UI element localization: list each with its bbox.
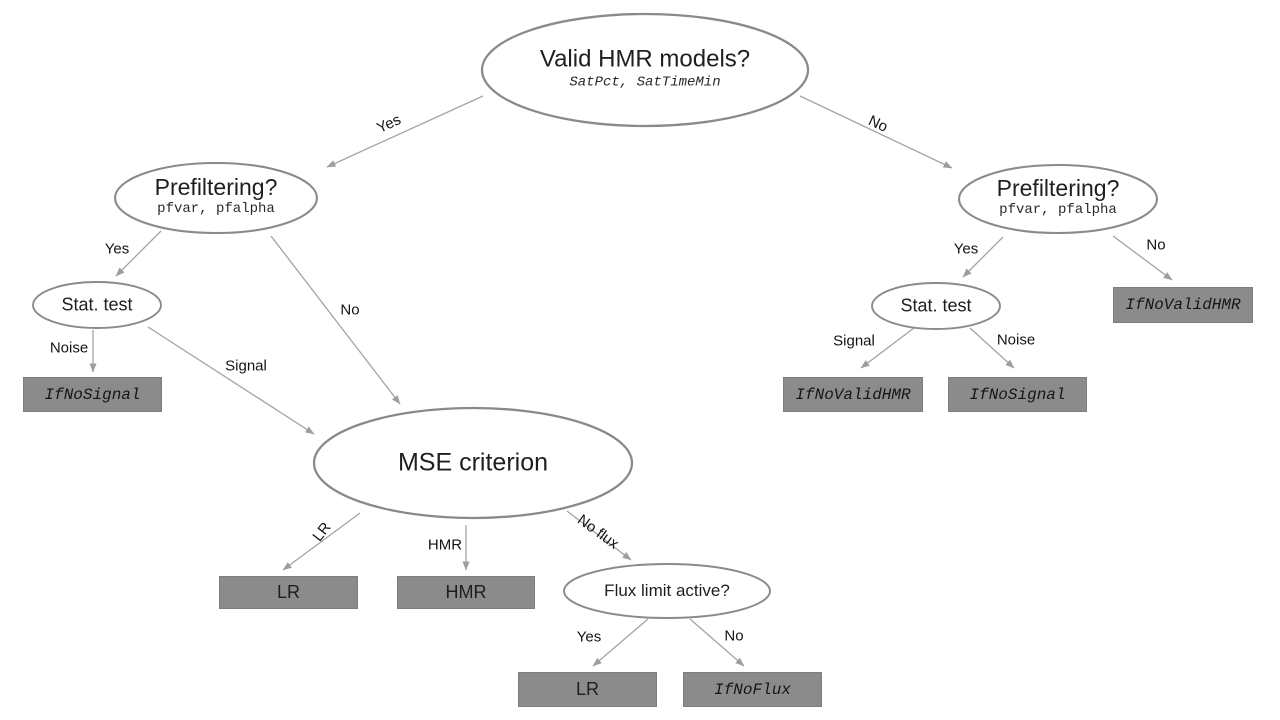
edge-label-leftpf-no: No [340, 301, 360, 319]
ellipse-flux-limit [563, 563, 771, 619]
node-stat-test-right: Stat. test [900, 296, 971, 317]
outcome-box-ifnosignal-right: IfNoSignal [948, 377, 1087, 412]
arrow-rightpf-yes [962, 236, 1004, 278]
ellipse-stat-test-right [871, 282, 1001, 330]
node-prefiltering-left: Prefiltering? pfvar, pfalpha [155, 174, 278, 218]
outcome-box-ifnoflux: IfNoFlux [683, 672, 822, 707]
node-prefiltering-right: Prefiltering? pfvar, pfalpha [997, 175, 1120, 219]
node-prefiltering-left-title: Prefiltering? [154, 174, 278, 201]
node-flux-limit-title: Flux limit active? [604, 581, 730, 601]
edge-label-right-signal: Signal [833, 332, 875, 350]
arrow-top-no [799, 95, 953, 169]
node-flux-limit: Flux limit active? [604, 581, 730, 601]
edge-label-flux-no: No [724, 627, 744, 645]
arrow-top-yes [326, 95, 484, 168]
node-stat-test-left: Stat. test [61, 295, 132, 316]
outcome-box-hmr: HMR [397, 576, 535, 609]
flow-arrows [89, 95, 1173, 667]
ellipse-prefiltering-right [957, 163, 1159, 235]
edge-label-rightpf-no: No [1146, 236, 1166, 254]
arrow-rightst-signal [860, 327, 915, 369]
arrow-rightst-noise [969, 327, 1015, 369]
edge-label-left-signal: Signal [225, 357, 267, 375]
edge-label-mse-hmr: HMR [427, 536, 463, 554]
outcome-box-lr-bottom: LR [518, 672, 657, 707]
arrow-leftst-signal [147, 326, 315, 435]
arrow-flux-no [689, 618, 745, 667]
arrow-mse-noflux [566, 510, 632, 561]
ellipse-prefiltering-left [113, 161, 319, 235]
outcome-box-ifnosignal-left: IfNoSignal [23, 377, 162, 412]
edge-label-rightpf-yes: Yes [953, 240, 979, 258]
outcome-box-ifnovalidhmr-mid: IfNoValidHMR [783, 377, 923, 412]
node-valid-hmr-title: Valid HMR models? [539, 45, 751, 73]
node-valid-hmr: Valid HMR models? SatPct, SatTimeMin [540, 46, 750, 91]
decision-ellipses [32, 12, 1159, 619]
arrow-leftpf-yes [115, 230, 162, 277]
edge-label-left-noise: Noise [49, 339, 89, 357]
arrow-rightpf-no [1112, 235, 1173, 281]
ellipse-valid-hmr [480, 12, 810, 128]
node-stat-test-left-title: Stat. test [61, 294, 133, 315]
arrow-leftpf-no [270, 235, 401, 405]
node-prefiltering-left-params: pfvar, pfalpha [157, 201, 275, 218]
outcome-box-ifnovalidhmr-right: IfNoValidHMR [1113, 287, 1253, 323]
arrow-flux-yes [592, 618, 649, 667]
node-stat-test-right-title: Stat. test [900, 295, 972, 316]
arrow-mse-lr [282, 512, 361, 571]
ellipse-stat-test-left [32, 281, 162, 329]
node-valid-hmr-params: SatPct, SatTimeMin [569, 74, 721, 91]
node-prefiltering-right-params: pfvar, pfalpha [999, 202, 1117, 219]
edge-label-right-noise: Noise [996, 331, 1036, 349]
node-mse-criterion-title: MSE criterion [397, 448, 549, 477]
ellipse-mse-criterion [312, 406, 634, 520]
outcome-box-lr-left: LR [219, 576, 358, 609]
edge-label-flux-yes: Yes [576, 628, 602, 646]
edge-label-leftpf-yes: Yes [104, 240, 130, 258]
node-prefiltering-right-title: Prefiltering? [996, 175, 1120, 202]
node-mse-criterion: MSE criterion [398, 449, 548, 478]
